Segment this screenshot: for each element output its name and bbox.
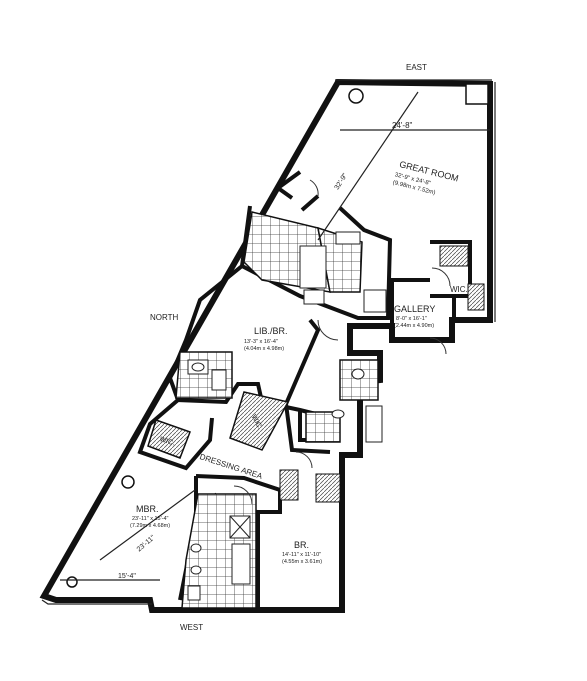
br-dim-ft: 14'-11" x 11'-10" bbox=[282, 552, 321, 558]
mbr-dim-ft: 23'-11" x 15'-4" bbox=[132, 516, 169, 522]
great-room-width-label: 24'-8" bbox=[392, 121, 413, 130]
compass-east: EAST bbox=[406, 63, 427, 72]
mbr-dim-m: (7.29m x 4.68m) bbox=[130, 523, 170, 529]
great-room-length-label: 32'-9" bbox=[334, 172, 350, 191]
great-room-text: GREAT ROOM 32'-9" x 24'-8" (9.98m x 7.52… bbox=[392, 159, 460, 196]
mbr-length-label: 23'-11" bbox=[136, 534, 157, 553]
great-room-label-group: 32'-9" bbox=[334, 172, 350, 191]
compass-west: WEST bbox=[180, 623, 203, 632]
gallery-name: GALLERY bbox=[394, 304, 435, 314]
bath-2 bbox=[305, 359, 383, 443]
kitchen bbox=[243, 211, 387, 313]
mbr-name: MBR. bbox=[136, 504, 159, 514]
mbr-width-label: 15'-4" bbox=[118, 573, 136, 580]
br-dim-m: (4.55m x 3.61m) bbox=[282, 559, 322, 565]
lib-br-name: LIB./BR. bbox=[254, 326, 288, 336]
lib-br-dim-m: (4.04m x 4.98m) bbox=[244, 346, 284, 352]
door-swings bbox=[233, 179, 451, 505]
bath-1 bbox=[175, 351, 233, 399]
gallery-dim-m: (2.44m x 4.90m) bbox=[394, 323, 434, 329]
wic-mbr-label: WIC. bbox=[159, 436, 176, 447]
dimension-lines bbox=[60, 91, 490, 581]
master-bath bbox=[181, 493, 257, 609]
br-name: BR. bbox=[294, 540, 309, 550]
gallery-dim-ft: 8'-0" x 16'-1" bbox=[396, 316, 427, 322]
closets bbox=[147, 245, 485, 503]
structural-columns bbox=[66, 83, 489, 588]
lib-br-dim-ft: 13'-3" x 16'-4" bbox=[244, 339, 278, 345]
compass-north: NORTH bbox=[150, 313, 179, 322]
exterior-walls bbox=[39, 78, 496, 613]
wic-gallery-label: WIC. bbox=[450, 285, 468, 294]
